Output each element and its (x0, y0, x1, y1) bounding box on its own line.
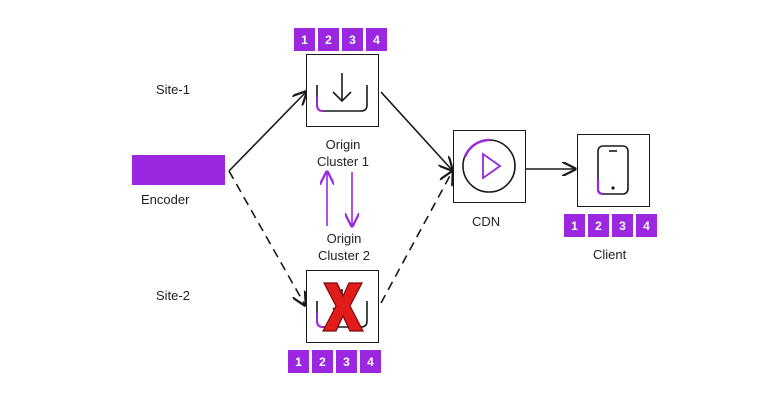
origin-cluster-1-label-line2: Cluster 1 (316, 154, 370, 169)
phone-icon (596, 145, 629, 196)
segment-box: 3 (342, 28, 363, 51)
segment-box: 3 (612, 214, 633, 237)
client-node (577, 134, 650, 207)
segment-box: 1 (288, 350, 309, 373)
client-segment-strip: 1 2 3 4 (564, 214, 657, 237)
segment-box: 1 (564, 214, 585, 237)
origin-cluster-2-label-line2: Cluster 2 (317, 248, 371, 263)
segment-box: 4 (636, 214, 657, 237)
origin2-segment-strip: 1 2 3 4 (288, 350, 381, 373)
client-label: Client (593, 247, 627, 262)
play-icon (462, 138, 516, 193)
x-mark-icon (322, 282, 364, 332)
origin-cluster-2-label-line1: Origin (326, 231, 362, 246)
arrow-origin1-to-cdn (380, 91, 452, 170)
encoder-label: Encoder (141, 192, 190, 207)
segment-box: 2 (588, 214, 609, 237)
origin-cluster-1-node (306, 54, 379, 127)
encoder-block (132, 155, 225, 185)
download-icon (316, 73, 368, 112)
segment-box: 4 (366, 28, 387, 51)
segment-box: 2 (318, 28, 339, 51)
origin-cluster-2-node (306, 270, 379, 343)
origin-cluster-1-label: Origin Cluster 1 (310, 136, 376, 170)
segment-box: 3 (336, 350, 357, 373)
arrow-encoder-to-origin1 (228, 92, 306, 172)
segment-box: 2 (312, 350, 333, 373)
arrow-origin2-to-cdn (380, 172, 452, 304)
segment-box: 4 (360, 350, 381, 373)
origin-cluster-1-label-line1: Origin (325, 137, 361, 152)
site2-label: Site-2 (156, 288, 190, 303)
origin-cluster-2-label: Origin Cluster 2 (306, 230, 382, 264)
site1-label: Site-1 (156, 82, 190, 97)
segment-box: 1 (294, 28, 315, 51)
cdn-node (453, 130, 526, 203)
origin1-segment-strip: 1 2 3 4 (294, 28, 387, 51)
arrow-encoder-to-origin2 (228, 170, 305, 305)
cdn-label: CDN (472, 214, 501, 229)
